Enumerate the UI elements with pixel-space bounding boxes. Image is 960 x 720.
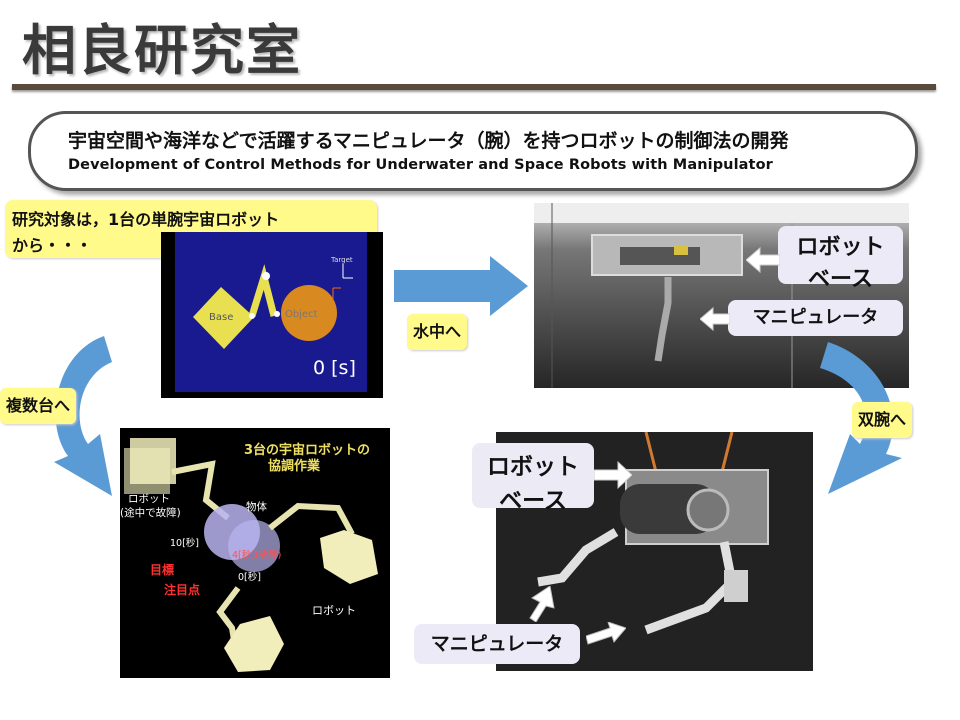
suspension-strap [644,432,658,473]
robot-arm [268,502,355,536]
target-label: Target [330,256,353,264]
end-effector [274,311,280,317]
robot-body [224,616,284,672]
arrow-right [394,256,528,316]
multiple-callout: 複数台へ [0,388,77,424]
robot-base-wheel [686,488,730,532]
photo1-robot-base-label: ロボット ベース [778,226,903,292]
photo2-robot-base-pointer [594,460,632,490]
suspension-strap [720,432,734,473]
single-arm-simulation-graphic: Base Object Target 0 [s] [175,232,367,392]
left-manipulator [537,528,619,587]
robot-base-pointer-shape [746,246,780,274]
page-title: 相良研究室 [22,19,302,82]
time-readout: 0 [s] [313,357,356,379]
headline-japanese: 宇宙空間や海洋などで活躍するマニピュレータ（腕）を持つロボットの制御法の開発 [68,130,789,152]
intro-callout-line1: 研究対象は，1台の単腕宇宙ロボット [12,210,280,229]
goal-label: 目標 [150,562,174,577]
failed-robot-label-line1: ロボット [128,493,170,505]
photo2-manipulator-pointer-right-shape [586,622,626,645]
object-body [281,285,337,341]
robot-arm [216,586,241,641]
arrow-curved-right-shape [820,342,902,494]
sim2-title-line2: 協調作業 [268,458,321,474]
photo1-manipulator-label: マニピュレータ [728,300,903,336]
manipulator-pointer-arrow [700,306,730,332]
underwater-callout: 水中へ [407,314,468,350]
robot-base-pointer-arrow [746,246,780,274]
arrow-curved-left [54,336,112,496]
failed-robot-label-line2: (途中で故障) [120,506,181,519]
robot-base-part [674,245,688,255]
right-manipulator [644,541,737,635]
robot-label: ロボット [312,604,356,617]
object-label: Object [285,309,318,320]
object-body [228,520,280,572]
photo2-manipulator-label: マニピュレータ [414,624,580,664]
title-divider [12,84,936,90]
underwater-manipulator [654,277,672,362]
photo2-robot-base-line1: ロボット [487,454,579,480]
time-10s-label: 10[秒] [170,537,199,549]
single-arm-simulation: Base Object Target 0 [s] [161,232,383,398]
photo1-robot-base-line1: ロボット [796,235,885,260]
attention-point-label: 注目点 [164,582,200,597]
object-label: 物体 [246,500,267,513]
headline-english: Development of Control Methods for Under… [68,157,773,173]
photo2-manipulator-pointer-right [586,622,626,645]
sim2-title-line1: 3台の宇宙ロボットの [244,442,370,458]
photo1-robot-base-line2: ベース [808,267,873,292]
time-0s-label: 0[秒] [238,571,261,583]
photo2-manipulator-pointer-left-shape [529,586,555,622]
time-4s-label: 4[秒](故障) [232,549,281,561]
multi-robot-simulation: 3台の宇宙ロボットの 協調作業 ロボット (途中で故障) 物体 10[秒] 4[… [120,428,390,678]
photo2-robot-base-label: ロボット ベース [472,443,594,514]
manipulator-pointer-shape [700,306,730,332]
base-label: Base [209,312,233,323]
elbow-joint [724,570,748,602]
photo2-robot-base-line2: ベース [499,488,567,514]
photo2-robot-base-pointer-shape [594,460,632,490]
robot-body [320,530,378,584]
arrow-right-shape [394,256,528,316]
joint [262,272,270,280]
failed-robot-body [124,448,170,494]
intro-callout-line2: から・・・ [12,236,93,255]
base-body [193,287,254,349]
headline-box [28,111,918,191]
joint [249,313,255,319]
dual-arm-callout: 双腕へ [852,402,913,438]
photo2-manipulator-pointer-left [529,586,555,622]
multi-robot-simulation-graphic: 3台の宇宙ロボットの 協調作業 ロボット (途中で故障) 物体 10[秒] 4[… [120,438,378,672]
water-surface [534,203,909,223]
arrow-curved-left-shape [54,336,112,496]
arrow-curved-right [820,342,902,494]
